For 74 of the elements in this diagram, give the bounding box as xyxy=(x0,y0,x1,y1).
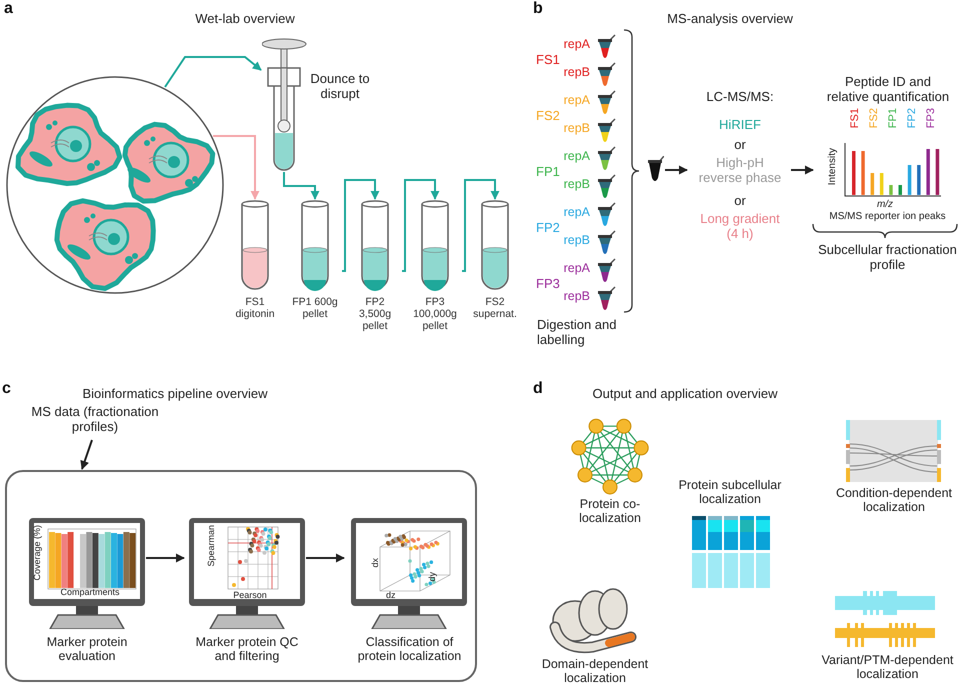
output-caption: Condition-dependent localization xyxy=(834,486,954,515)
input-label: MS data (fractionation profiles) xyxy=(30,405,160,435)
chart-title: Peptide ID and relative quantification xyxy=(826,75,950,105)
panel-title: Wet-lab overview xyxy=(194,12,296,27)
panel-title: MS-analysis overview xyxy=(666,12,794,27)
arrow xyxy=(462,179,500,272)
panel-letter: b xyxy=(533,0,544,18)
package-frame xyxy=(5,470,477,682)
replicate-label: repB xyxy=(562,177,590,192)
fraction-label: FP2 xyxy=(906,108,919,128)
bracket-label: Subcellular fractionation profile xyxy=(817,243,958,273)
replicate-label: repB xyxy=(562,65,590,80)
replicate-label: repA xyxy=(562,93,590,108)
panel-letter: a xyxy=(4,0,14,18)
replicate-label: repB xyxy=(562,121,590,136)
arrow xyxy=(146,554,185,562)
chart-caption: MS/MS reporter ion peaks xyxy=(828,211,947,222)
arrow xyxy=(791,166,814,174)
fraction-label: FP3 xyxy=(925,108,938,128)
fraction-label: FP1 xyxy=(887,108,900,128)
tube-label: FS1 digitonin xyxy=(234,296,276,320)
tube-label: FP3 100,000g pellet xyxy=(412,296,458,332)
replicate-label: repB xyxy=(562,233,590,248)
arrow xyxy=(213,135,260,200)
axis-label: Compartments xyxy=(59,587,121,598)
fraction-label: FP3 xyxy=(536,277,561,292)
method-option: Long gradient (4 h) xyxy=(697,212,783,242)
step-label: Dounce to disrupt xyxy=(309,72,371,102)
fraction-label: FP2 xyxy=(536,221,561,236)
arrow xyxy=(164,56,262,88)
output-caption: Protein subcellular localization xyxy=(678,478,782,507)
method-option: HiRIEF xyxy=(697,118,783,133)
axis-label: m/z xyxy=(876,199,894,210)
panel-letter: c xyxy=(2,380,12,398)
method-option: High-pH reverse phase xyxy=(697,156,783,186)
tube-label: FP2 3,500g pellet xyxy=(358,296,392,332)
arrow xyxy=(342,179,380,272)
step-caption: Marker protein QC and filtering xyxy=(194,635,300,664)
axis-label: Coverage (%) xyxy=(32,525,42,581)
arrow xyxy=(306,554,345,562)
step-caption: Marker protein evaluation xyxy=(46,635,128,664)
or-label: or xyxy=(733,138,747,153)
panel-title: Bioinformatics pipeline overview xyxy=(82,387,268,402)
fraction-label: FS2 xyxy=(536,109,561,124)
replicate-label: repB xyxy=(562,289,590,304)
axis-label: Pearson xyxy=(232,590,268,600)
step-caption: Digestion and labelling xyxy=(537,318,618,348)
output-caption: Protein co-localization xyxy=(578,497,642,526)
axis-label: Spearman xyxy=(206,525,216,567)
output-caption: Variant/PTM-dependent localization xyxy=(820,653,954,682)
replicate-label: repA xyxy=(562,205,590,220)
fraction-label: FS1 xyxy=(536,53,561,68)
axis-label: dy xyxy=(427,572,438,582)
arrow xyxy=(665,166,688,174)
axis-label: dz xyxy=(386,590,397,600)
tube-label: FS2 supernat. xyxy=(472,296,518,320)
arrow xyxy=(80,440,93,470)
arrow xyxy=(283,172,320,200)
axis-label: dx xyxy=(370,558,380,568)
replicate-label: repA xyxy=(562,37,590,52)
axis-label: Intensity xyxy=(827,148,838,186)
replicate-label: repA xyxy=(562,149,590,164)
fraction-label: FP1 xyxy=(536,165,561,180)
method-heading: LC-MS/MS: xyxy=(705,90,775,105)
fraction-label: FS1 xyxy=(849,108,862,128)
arrow xyxy=(402,179,440,272)
tube-label: FP1 600g pellet xyxy=(291,296,339,320)
panel-title: Output and application overview xyxy=(591,387,778,402)
step-caption: Classification of protein localization xyxy=(356,635,462,664)
panel-letter: d xyxy=(533,380,544,398)
fraction-label: FS2 xyxy=(868,108,881,128)
output-caption: Domain-dependent localization xyxy=(540,657,650,686)
replicate-label: repA xyxy=(562,261,590,276)
or-label: or xyxy=(733,194,747,209)
